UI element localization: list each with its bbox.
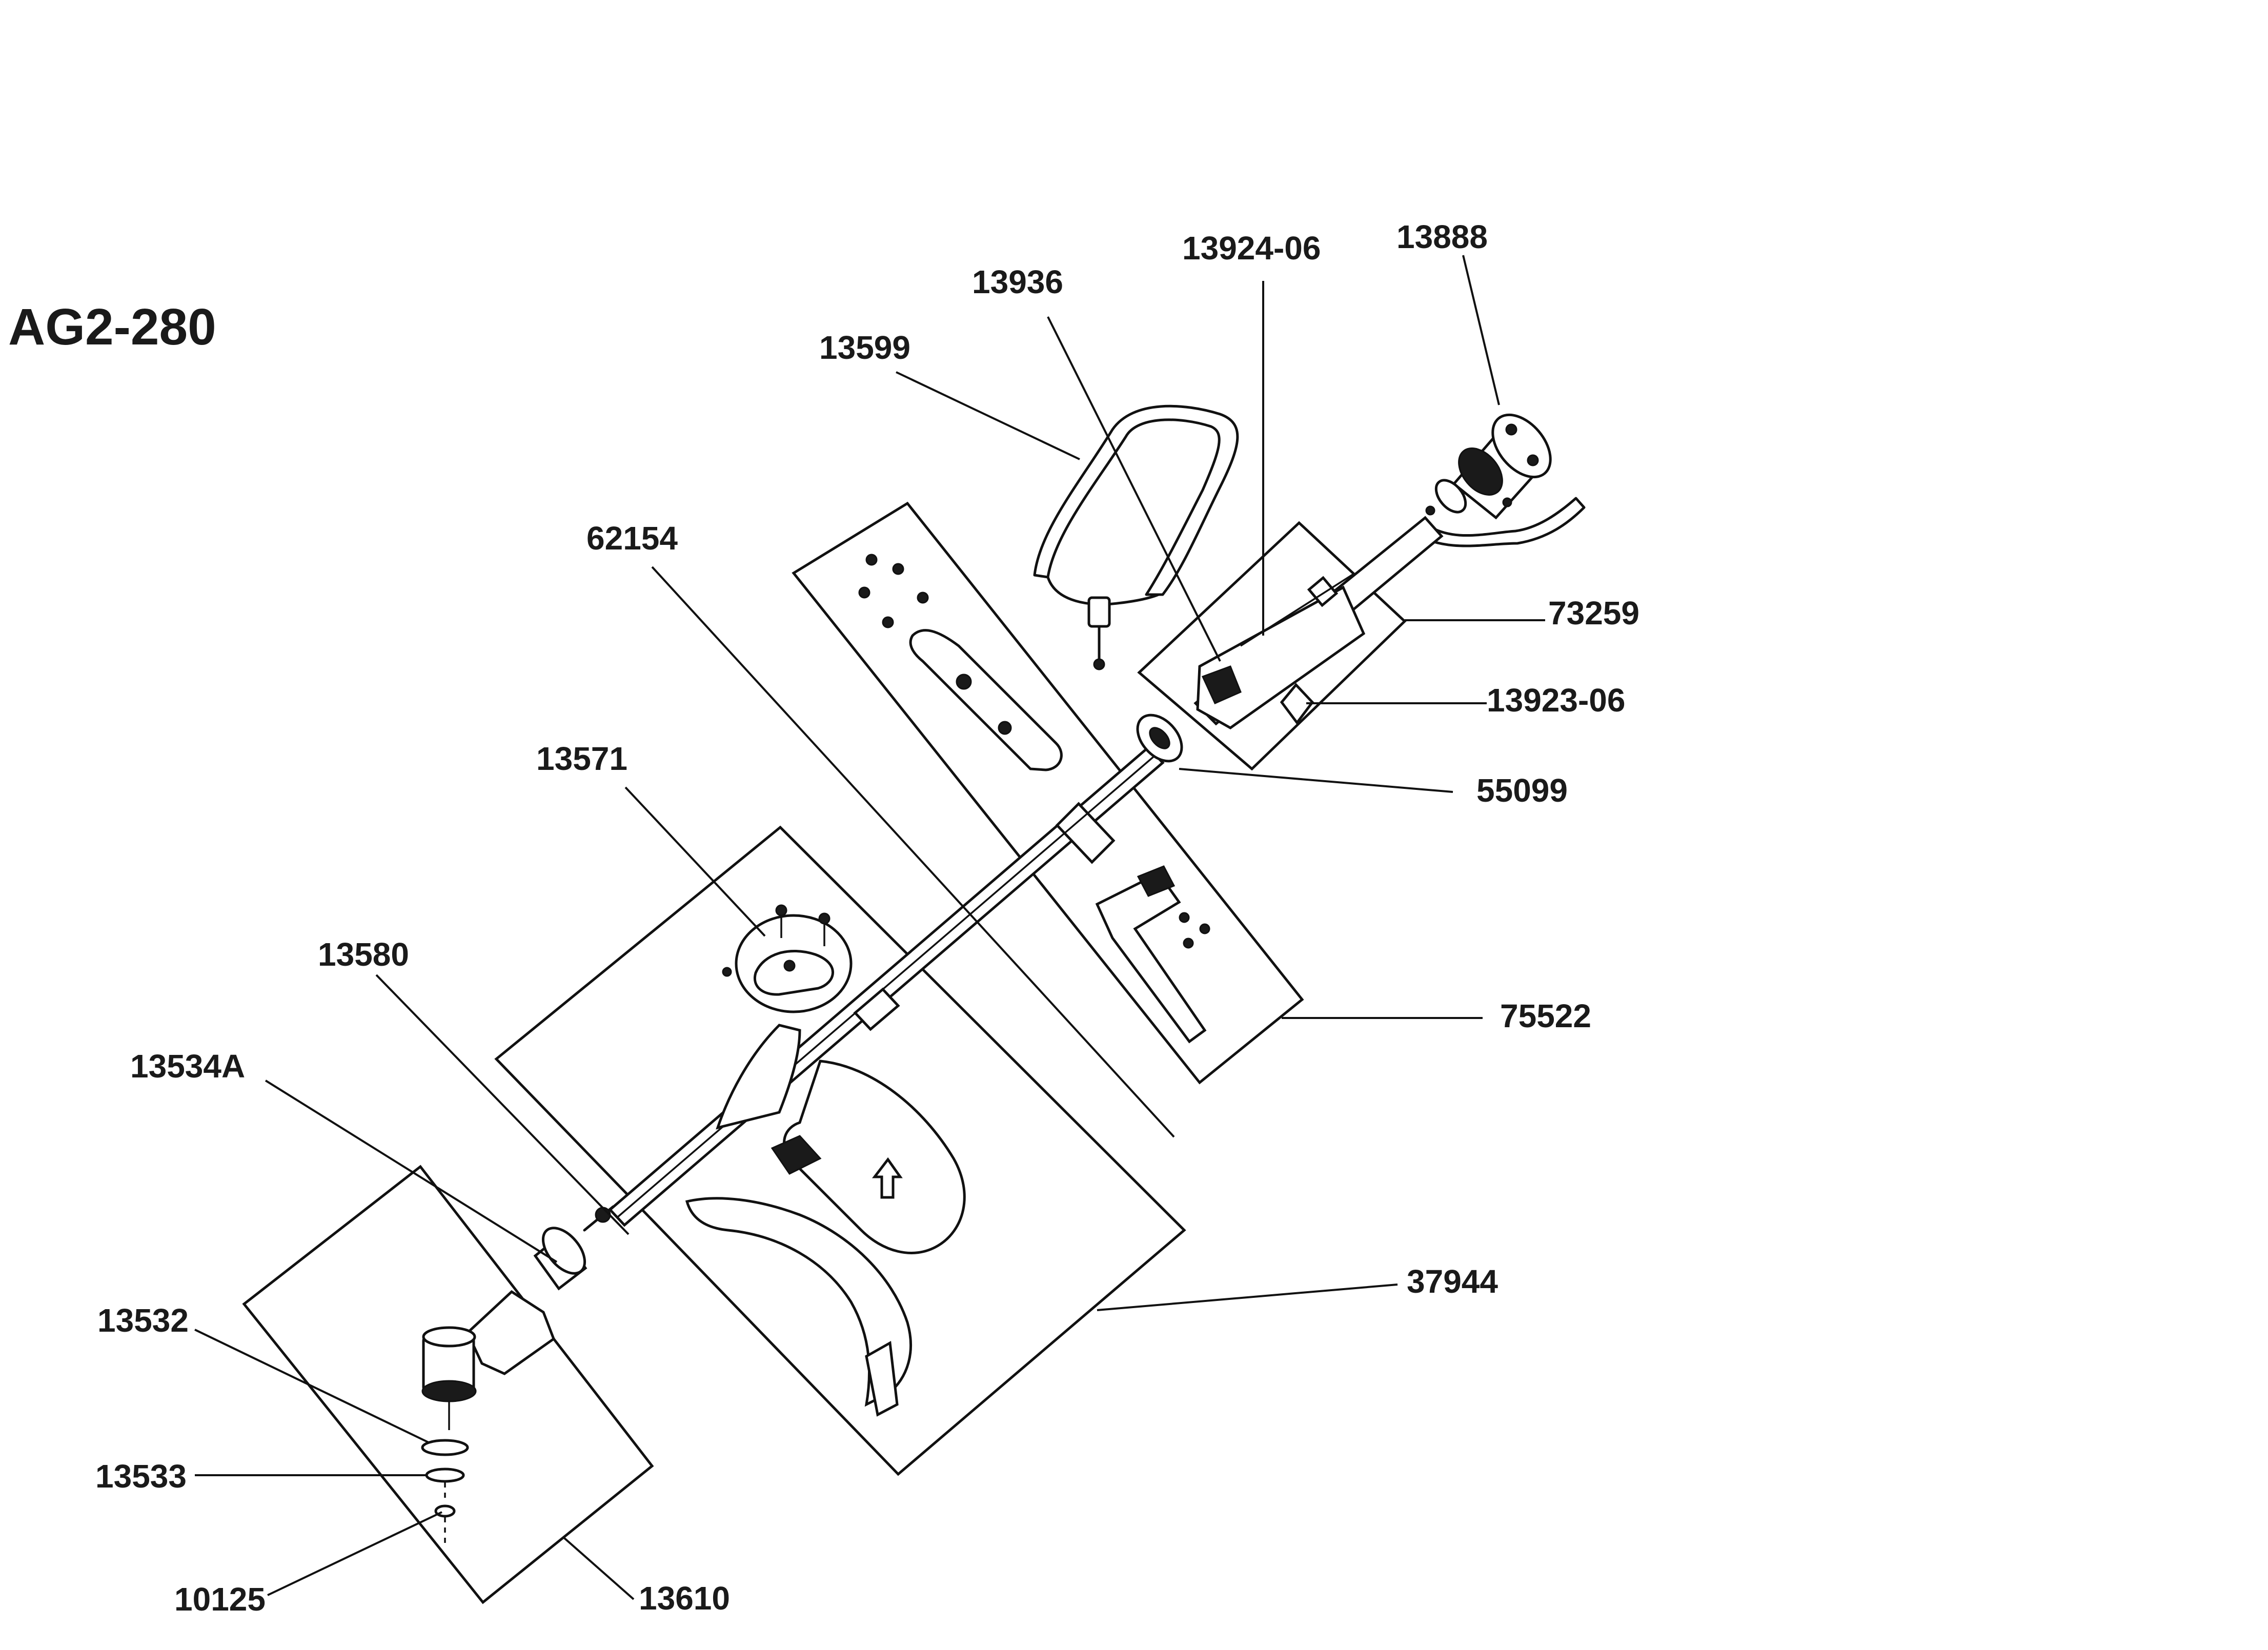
model-title: AG2-280 xyxy=(8,298,216,356)
front-handle-parts xyxy=(858,554,1210,1044)
part-labels: 13888 13924-06 13936 13599 62154 73259 1… xyxy=(95,218,1639,1618)
label-13923-06: 13923-06 xyxy=(1487,682,1625,719)
label-13532: 13532 xyxy=(97,1302,189,1339)
label-13924-06: 13924-06 xyxy=(1182,230,1321,267)
handle-group-box xyxy=(792,501,1304,1085)
rear-handle xyxy=(1193,516,1444,729)
label-73259: 73259 xyxy=(1548,595,1639,632)
label-13888: 13888 xyxy=(1396,218,1488,255)
label-13936: 13936 xyxy=(972,263,1063,300)
label-13571: 13571 xyxy=(536,740,627,777)
label-13610: 13610 xyxy=(639,1580,730,1617)
label-62154: 62154 xyxy=(586,520,678,557)
shaft-collar xyxy=(1136,714,1183,763)
head-washers xyxy=(421,1439,469,1548)
label-75522: 75522 xyxy=(1500,997,1591,1034)
guard-group-box xyxy=(494,825,1186,1476)
shoulder-strap xyxy=(1033,404,1239,670)
label-37944: 37944 xyxy=(1407,1263,1498,1300)
leader-lines xyxy=(194,255,1545,1600)
guard-clamp xyxy=(722,904,834,996)
label-13580: 13580 xyxy=(318,936,409,973)
cutting-head xyxy=(421,1205,615,1430)
label-10125: 10125 xyxy=(174,1581,266,1618)
clamp-callout-circle xyxy=(735,914,853,1013)
power-cord xyxy=(1413,497,1586,547)
head-group-box xyxy=(242,1165,654,1604)
label-13599: 13599 xyxy=(819,329,910,366)
grass-guard xyxy=(685,1024,966,1417)
label-55099: 55099 xyxy=(1476,772,1568,809)
motor xyxy=(1425,413,1552,520)
label-13534A: 13534A xyxy=(130,1048,245,1085)
label-13533: 13533 xyxy=(95,1458,187,1495)
